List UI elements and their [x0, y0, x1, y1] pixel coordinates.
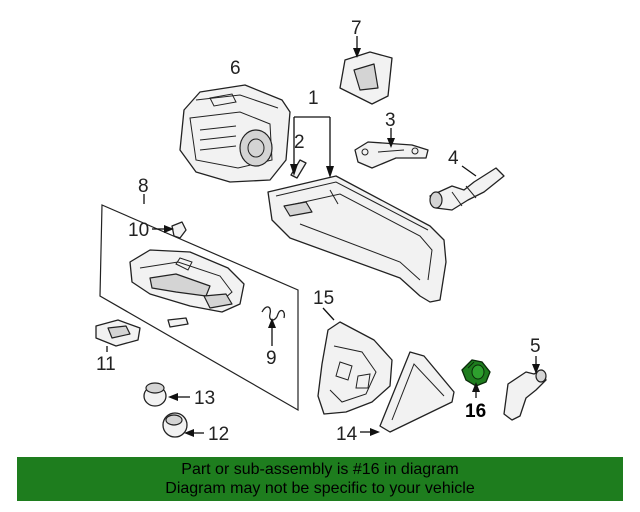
callout-1: 1	[308, 88, 319, 109]
banner-line-disclaimer: Diagram may not be specific to your vehi…	[165, 480, 475, 497]
callout-2: 2	[294, 132, 305, 153]
part-10-fastener	[171, 221, 187, 239]
part-16-highlighted-clip	[461, 359, 491, 387]
part-3-hinge-bracket	[354, 141, 429, 169]
part-14-cover	[379, 351, 455, 433]
callout-3: 3	[385, 110, 396, 131]
callout-labels: 1 2 3 4 5 6 7 8 9 10 11 12 13 14 15 16	[96, 18, 541, 445]
part-5-elbow-fitting	[503, 369, 547, 421]
callout-12: 12	[208, 424, 229, 445]
part-8-lid-assembly	[99, 204, 299, 412]
callout-10: 10	[128, 220, 149, 241]
callout-11: 11	[96, 354, 116, 375]
banner-line-part: Part or sub-assembly is #16 in diagram	[181, 461, 459, 478]
part-6-vent-housing	[179, 84, 291, 183]
callout-4: 4	[448, 148, 459, 169]
leader-lines	[106, 36, 540, 437]
callout-5: 5	[530, 336, 541, 357]
part-11-latch-handle	[95, 319, 141, 347]
part-15-reinforcement-panel	[317, 321, 393, 415]
callout-8: 8	[138, 176, 149, 197]
part-7-bracket	[339, 51, 393, 105]
exploded-parts-diagram: 1 2 3 4 5 6 7 8 9 10 11 12 13 14 15 16	[95, 18, 547, 445]
part-9-spring	[261, 306, 286, 321]
callout-16: 16	[465, 401, 486, 422]
callout-14: 14	[336, 424, 358, 445]
callout-7: 7	[351, 18, 362, 39]
part-4-damper	[429, 167, 505, 211]
part-info-banner: Part or sub-assembly is #16 in diagram D…	[17, 457, 623, 501]
part-13-bumper	[143, 382, 167, 407]
part-1-glove-box	[267, 175, 447, 303]
callout-6: 6	[230, 58, 241, 79]
callout-9: 9	[266, 348, 277, 369]
callout-15: 15	[313, 288, 334, 309]
callout-13: 13	[194, 388, 215, 409]
part-12-grommet	[162, 412, 188, 438]
